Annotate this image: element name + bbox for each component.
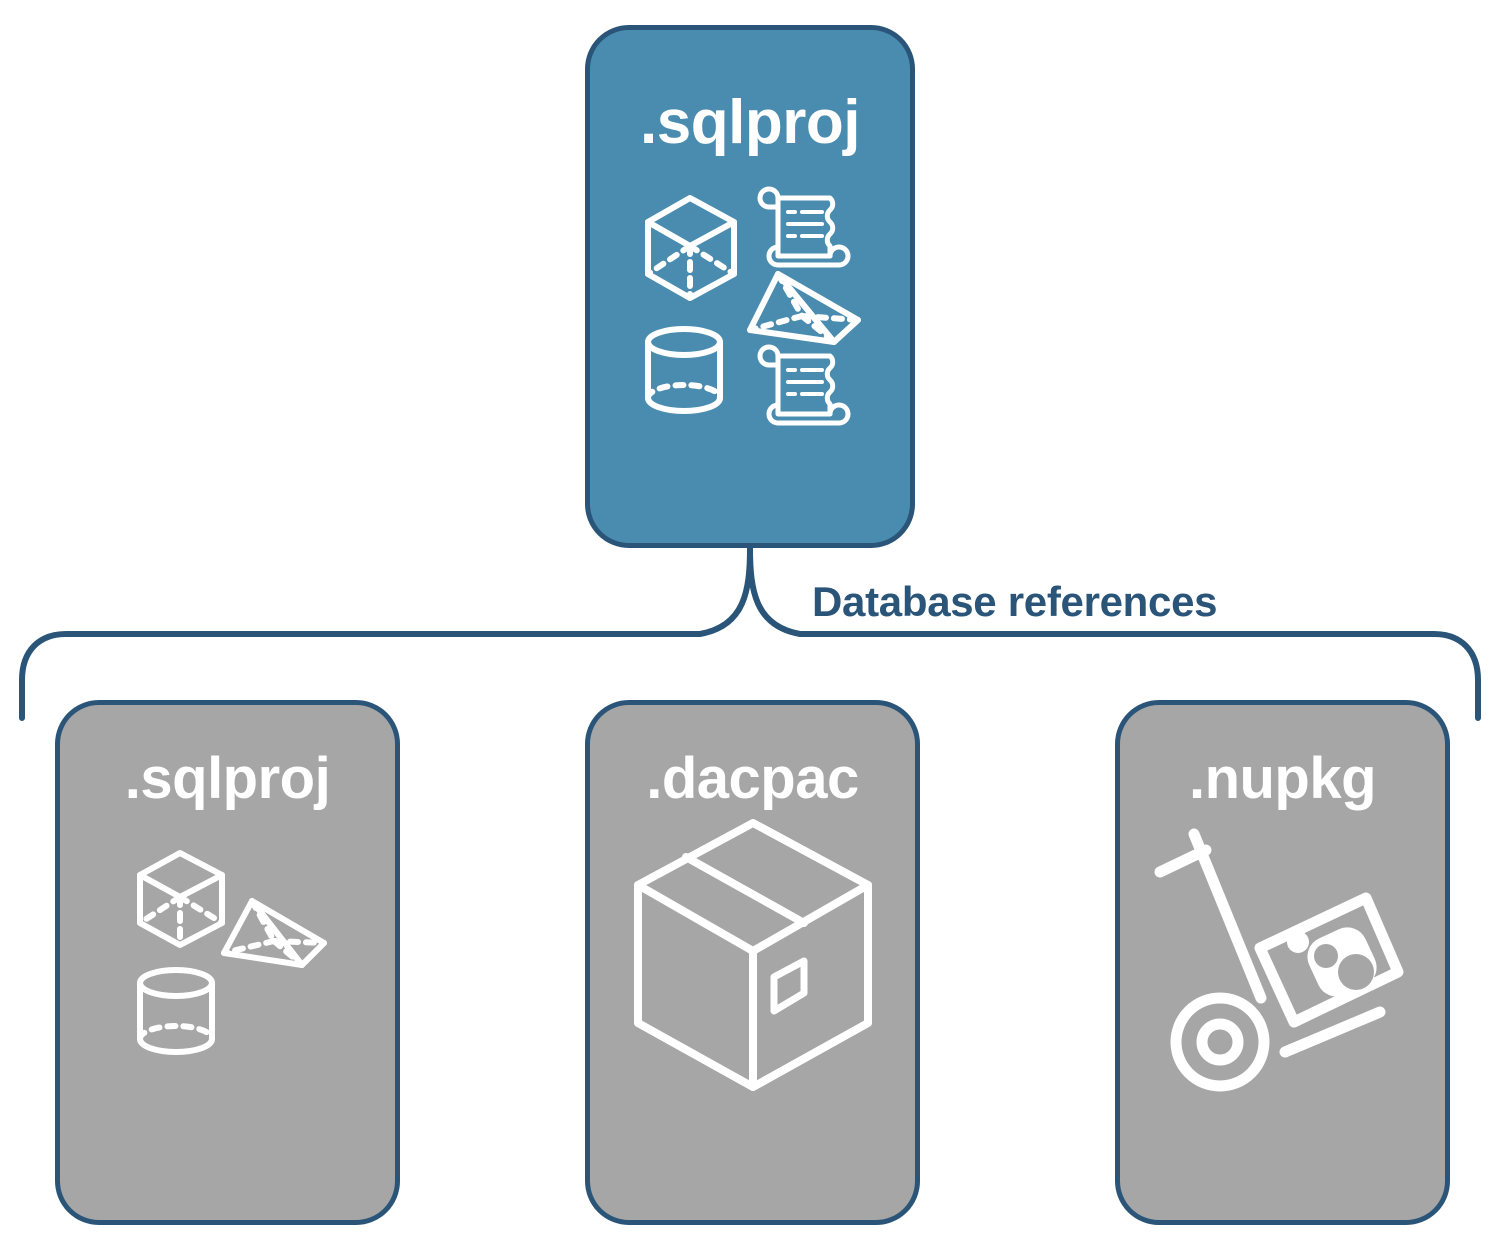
card-icon-group-child-sqlproj: [60, 843, 395, 1073]
package-box-icon: [633, 819, 872, 1091]
card-icon-group-child-dacpac: [590, 805, 915, 1105]
cylinder-icon: [136, 967, 215, 1055]
pyramid-icon: [220, 898, 327, 968]
root-icon-cluster: [645, 186, 861, 426]
node-card-child-dacpac[interactable]: .dacpac: [585, 700, 920, 1225]
card-icon-group-root: [590, 178, 910, 448]
cube-icon: [645, 195, 737, 301]
scroll-icon: [757, 186, 851, 268]
card-title-root: .sqlproj: [640, 88, 860, 157]
connector-label: Database references: [812, 578, 1218, 625]
hand-truck-nuget-icon: [1154, 828, 1403, 1092]
card-title-child-nupkg: .nupkg: [1188, 746, 1377, 811]
nuget-package: [1254, 892, 1403, 1028]
card-title-child-sqlproj: .sqlproj: [124, 746, 331, 811]
sqlproj-icon-cluster: [136, 850, 327, 1055]
pyramid-icon: [747, 271, 861, 345]
cylinder-icon: [645, 326, 723, 414]
node-card-root-sqlproj[interactable]: .sqlproj: [585, 25, 915, 548]
node-card-child-nupkg[interactable]: .nupkg: [1115, 700, 1450, 1225]
node-card-child-sqlproj[interactable]: .sqlproj: [55, 700, 400, 1225]
scroll-icon: [757, 344, 851, 426]
cube-icon: [136, 850, 225, 948]
card-icon-group-child-nupkg: [1120, 820, 1445, 1110]
card-title-child-dacpac: .dacpac: [646, 746, 859, 811]
dolly-wheel: [1170, 992, 1269, 1092]
